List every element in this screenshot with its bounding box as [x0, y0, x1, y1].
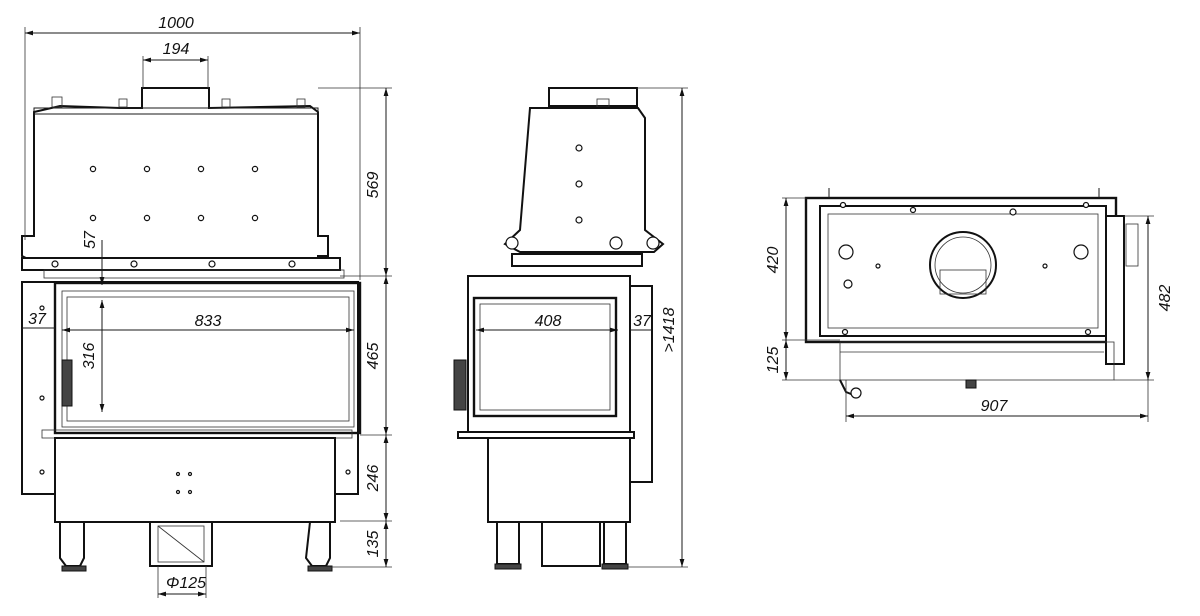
- side-leg-right: [603, 521, 627, 565]
- side-glass: [479, 303, 611, 411]
- front-hood-top-rim: [33, 107, 319, 115]
- side-bolt-1: [575, 144, 583, 152]
- side-bolt-3: [575, 216, 583, 224]
- side-flue: [548, 87, 638, 107]
- side-bolt-2: [575, 180, 583, 188]
- dim-overall-width: 1000: [158, 15, 194, 32]
- front-handle: [61, 359, 73, 407]
- side-panel-right: [629, 285, 653, 483]
- top-port-left: [838, 244, 854, 260]
- front-clamp-midleft: [118, 98, 128, 108]
- front-glass: [61, 290, 355, 428]
- front-door-frame: [53, 281, 362, 435]
- dim-hood-height: 569: [365, 172, 382, 199]
- front-leg-left: [59, 521, 85, 567]
- top-view: [804, 188, 1139, 399]
- dim-top-depth-lower: 125: [765, 347, 782, 374]
- dim-glass-height: 316: [81, 343, 98, 370]
- top-side-bracket: [1105, 215, 1125, 365]
- front-clamp-right: [296, 98, 306, 108]
- side-lug-left: [505, 236, 519, 250]
- top-flue-collar: [929, 231, 997, 299]
- dim-top-total-depth: 482: [1157, 285, 1174, 312]
- top-dimensions: 420 125 482 907: [765, 197, 1174, 422]
- top-latch: [965, 379, 977, 389]
- front-body-rivets: [39, 305, 351, 495]
- dim-top-width: 907: [981, 398, 1009, 415]
- side-handle: [453, 359, 467, 411]
- side-foot-right: [601, 563, 629, 570]
- dim-leg-height: 135: [365, 531, 382, 558]
- front-ash-compartment: [54, 437, 336, 523]
- dim-door-height: 465: [365, 343, 382, 370]
- top-flue-damper: [939, 269, 987, 295]
- front-air-inlet-inner: [157, 525, 205, 563]
- side-door: [467, 275, 631, 439]
- dim-top-depth-upper: 420: [765, 247, 782, 274]
- dim-air-inlet: Φ125: [166, 575, 206, 592]
- side-glass-frame: [472, 296, 618, 418]
- front-clamp-midright: [221, 98, 231, 108]
- dim-top-offset: 57: [82, 230, 99, 249]
- dim-glass-width: 833: [195, 313, 222, 330]
- top-port-small: [843, 279, 853, 289]
- dim-side-margin-front: 37: [28, 311, 47, 328]
- front-foot-right: [307, 565, 333, 572]
- side-base: [487, 437, 631, 523]
- top-door-profile: [839, 341, 1115, 381]
- side-leg-left: [496, 521, 520, 565]
- dim-total-height: >1418: [661, 307, 678, 352]
- front-leg-right: [304, 521, 331, 567]
- front-lintel: [43, 269, 345, 279]
- side-dimensions: 408 37 >1418: [476, 87, 688, 568]
- top-bracket-tab: [1125, 223, 1139, 267]
- side-view: [453, 87, 665, 570]
- dim-side-glass-width: 408: [535, 313, 562, 330]
- front-view: [21, 87, 362, 572]
- front-dimensions: 1000 194 569 465 246 135 57 37 833 316: [22, 15, 392, 598]
- side-lug-right: [646, 236, 660, 250]
- top-flue-inner: [934, 236, 992, 294]
- top-plate-inner: [827, 213, 1099, 329]
- front-clamp-left: [51, 96, 63, 108]
- side-top-rail: [511, 253, 643, 267]
- dim-base-height: 246: [365, 465, 382, 493]
- side-foot-left: [494, 563, 522, 570]
- top-port-right: [1073, 244, 1089, 260]
- front-rail-bolts: [51, 260, 296, 268]
- front-foot-left: [61, 565, 87, 572]
- side-hood: [503, 107, 665, 253]
- front-hood-bolts: [89, 165, 259, 222]
- side-air-inlet: [541, 521, 601, 567]
- side-lug-mid: [609, 236, 623, 250]
- top-handle-knob: [850, 387, 862, 399]
- front-glass-inner: [66, 296, 350, 422]
- dim-side-margin-side: 37: [633, 313, 652, 330]
- dim-flue-width: 194: [163, 41, 190, 58]
